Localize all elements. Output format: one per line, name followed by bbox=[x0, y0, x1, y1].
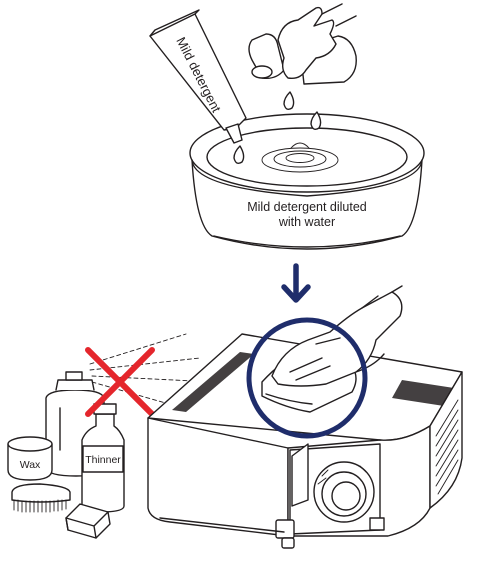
projector-badge bbox=[370, 518, 384, 530]
spray-can-shoulder bbox=[56, 380, 94, 390]
projector-illustration bbox=[148, 286, 462, 548]
wax-label: Wax bbox=[20, 459, 41, 471]
bowl-label-line1: Mild detergent diluted bbox=[247, 200, 367, 214]
water-bottle-mouth bbox=[252, 66, 272, 78]
arrow-down-icon bbox=[284, 266, 308, 300]
bowl-label-line2: with water bbox=[278, 215, 335, 229]
wrist-line-1 bbox=[322, 4, 342, 14]
water-drop-1 bbox=[284, 92, 294, 109]
cross-icon bbox=[88, 350, 152, 414]
hand-pouring-water bbox=[249, 4, 356, 129]
projector-foot bbox=[276, 520, 294, 538]
brush-handle bbox=[12, 484, 70, 502]
spray-line-1 bbox=[90, 334, 186, 364]
wax-tin-lid bbox=[8, 437, 52, 451]
thinner-label: Thinner bbox=[85, 454, 121, 466]
detergent-bowl-illustration: Mild detergent diluted with water bbox=[190, 114, 424, 249]
projector-foot-knob bbox=[282, 538, 294, 548]
projector-front bbox=[148, 418, 288, 536]
spray-nozzle bbox=[66, 372, 82, 380]
wrist-line-2 bbox=[336, 16, 356, 26]
